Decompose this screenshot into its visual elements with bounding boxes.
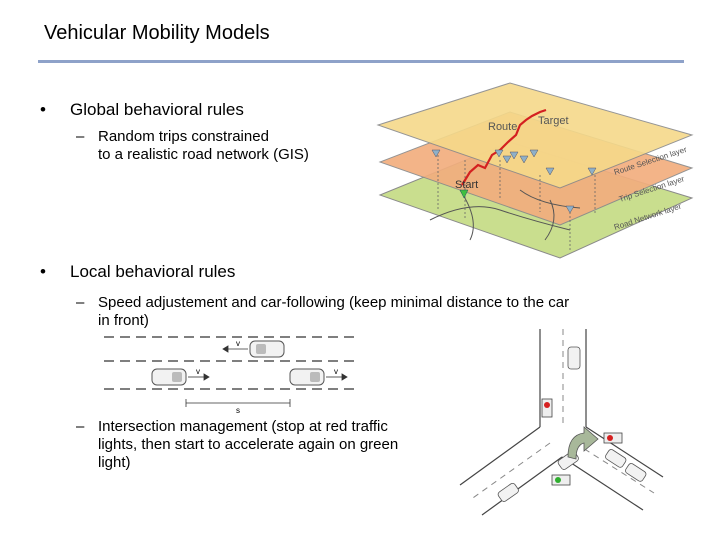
- v-label: v: [196, 367, 200, 376]
- start-marker: [459, 189, 469, 199]
- bullet-global-rules: • Global behavioral rules: [40, 100, 244, 120]
- sub-bullet-line: Speed adjustement and car-following (kee…: [98, 294, 570, 311]
- car-icon: [605, 449, 627, 468]
- bullet-text: Global behavioral rules: [70, 100, 244, 119]
- sub-bullet-line: Random trips constrained: [98, 128, 269, 145]
- car-icon: [289, 368, 325, 386]
- route-label: Route: [488, 121, 517, 133]
- title-divider: [38, 60, 684, 63]
- sub-bullet-line: light): [98, 454, 131, 471]
- car-icon: [249, 340, 285, 358]
- sub-bullet-line: Intersection management (stop at red tra…: [98, 418, 388, 435]
- v-label: v: [334, 367, 338, 376]
- sub-bullet-speed: – Speed adjustement and car-following (k…: [76, 294, 570, 330]
- sub-bullet-line: lights, then start to accelerate again o…: [98, 436, 399, 453]
- car-icon: [625, 463, 647, 482]
- sub-bullet-line: in front): [98, 312, 149, 329]
- car-icon: [151, 368, 187, 386]
- layers-diagram: Route Target Start Route Selection layer…: [376, 82, 694, 259]
- bullet-local-rules: • Local behavioral rules: [40, 262, 236, 282]
- green-traffic-light-icon: [551, 474, 571, 486]
- red-traffic-light-icon: [541, 398, 553, 418]
- sub-bullet-line: to a realistic road network (GIS): [98, 146, 309, 163]
- bullet-text: Local behavioral rules: [70, 262, 236, 281]
- intersection-diagram: [459, 329, 664, 516]
- route-line: [461, 108, 547, 186]
- sub-bullet-random-trips: – Random trips constrained to a realisti…: [76, 128, 309, 164]
- s-label: s: [236, 406, 240, 415]
- sub-bullet-intersection: – Intersection management (stop at red t…: [76, 418, 399, 472]
- car-following-diagram: v v v s: [104, 336, 358, 415]
- turn-arrow-icon: [567, 426, 599, 460]
- route-selection-layer: [376, 82, 694, 189]
- bullet-symbol: •: [40, 262, 46, 281]
- bullet-symbol: •: [40, 100, 46, 119]
- red-traffic-light-icon: [603, 432, 623, 444]
- target-label: Target: [538, 115, 569, 127]
- dash-symbol: –: [76, 418, 85, 435]
- dash-symbol: –: [76, 128, 85, 145]
- car-icon: [567, 346, 581, 370]
- car-icon: [497, 482, 519, 502]
- start-label: Start: [455, 179, 478, 191]
- dash-symbol: –: [76, 294, 85, 311]
- v-label: v: [236, 339, 240, 348]
- slide-title: Vehicular Mobility Models: [44, 22, 270, 44]
